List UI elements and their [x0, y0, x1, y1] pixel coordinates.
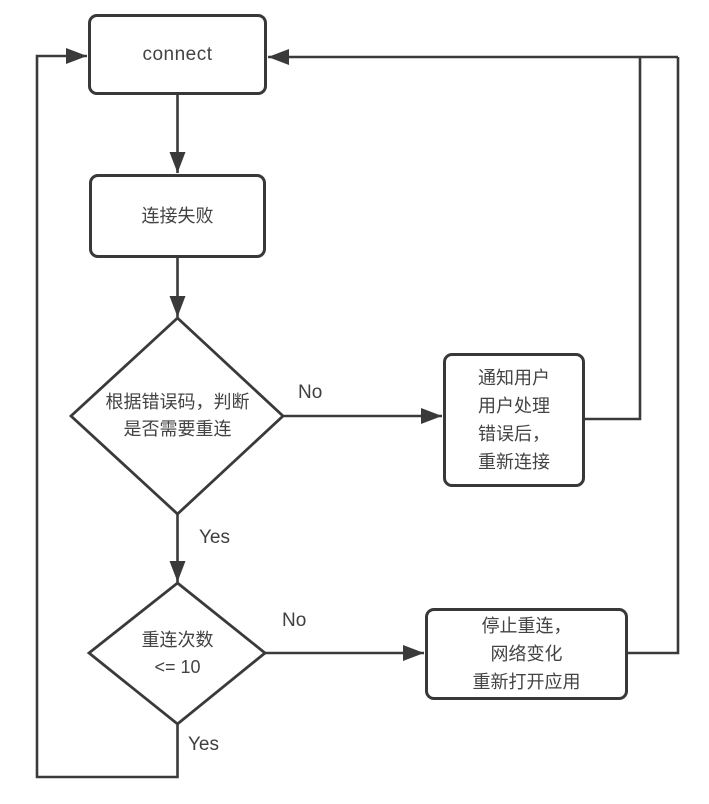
node-notify-user: 通知用户 用户处理 错误后， 重新连接 [443, 353, 585, 487]
edge-label-check-yes: Yes [199, 527, 230, 548]
edge-notify-return-up [585, 57, 642, 421]
edge-retry-yes-loop-to-connect [35, 48, 179, 779]
edge-label-retry-yes: Yes [188, 734, 219, 755]
node-connection-failed: 连接失败 [89, 174, 266, 258]
decision-diamond-check-error-code [68, 316, 286, 516]
edge-label-retry-no: No [282, 610, 307, 631]
decision-diamond-retry-count [86, 581, 268, 726]
node-stop-reconnect: 停止重连， 网络变化 重新打开应用 [425, 608, 628, 700]
node-connect: connect [88, 14, 267, 95]
edge-stop-return-up [628, 57, 680, 655]
edge-label-check-no: No [298, 382, 323, 403]
